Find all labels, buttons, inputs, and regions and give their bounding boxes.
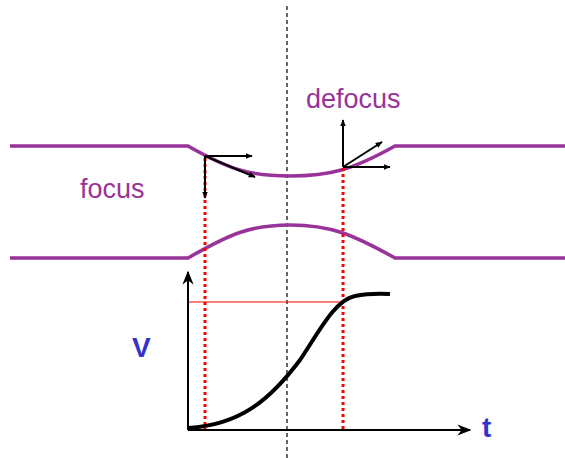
- field-label: focus: [80, 176, 145, 203]
- axis-label: t: [482, 414, 491, 442]
- voltage-curve: [188, 294, 390, 428]
- lower-wall: [10, 225, 565, 258]
- level-line: [188, 301, 343, 302]
- x-axis: [188, 429, 470, 431]
- defocus-field-arrows: [343, 120, 390, 167]
- projection-line: [204, 158, 207, 429]
- projection-line: [342, 168, 345, 429]
- focus-field-arrows: [205, 156, 255, 198]
- y-axis: [187, 272, 189, 430]
- center-line: [286, 6, 287, 458]
- upper-wall: [10, 146, 565, 176]
- field-label: defocus: [306, 86, 401, 113]
- axis-label: V: [132, 334, 151, 362]
